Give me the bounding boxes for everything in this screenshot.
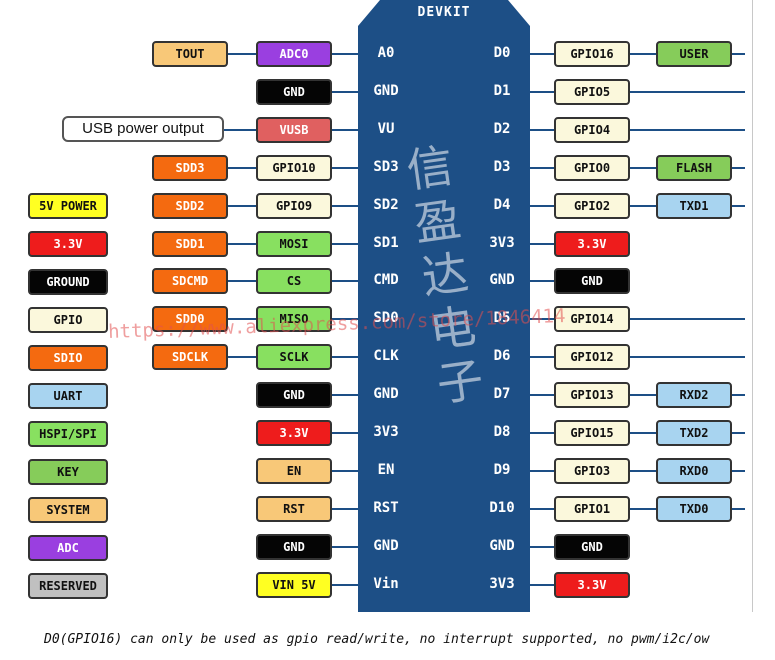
- right-inner-pill: GPIO13: [554, 382, 630, 408]
- left-inner-pill: VUSB: [256, 117, 332, 143]
- right-inner-pill: GPIO3: [554, 458, 630, 484]
- right-pin-label: D3: [493, 159, 511, 175]
- left-outer-pill: SDD1: [152, 231, 228, 257]
- right-inner-pill: GPIO4: [554, 117, 630, 143]
- legend-item: 3.3V: [28, 231, 108, 257]
- left-pin-label: GND: [373, 83, 399, 99]
- right-inner-pill: GPIO2: [554, 193, 630, 219]
- right-pin-label: GND: [489, 272, 515, 288]
- legend-item: ADC: [28, 535, 108, 561]
- left-outer-pill: SDD3: [152, 155, 228, 181]
- footnote: D0(GPIO16) can only be used as gpio read…: [44, 632, 710, 647]
- right-inner-pill: GPIO1: [554, 496, 630, 522]
- right-pin-label: GND: [489, 538, 515, 554]
- right-outer-pill: RXD0: [656, 458, 732, 484]
- right-pin-label: 3V3: [489, 576, 515, 592]
- left-pin-label: VU: [377, 121, 395, 137]
- right-inner-pill: GPIO14: [554, 306, 630, 332]
- legend-item: HSPI/SPI: [28, 421, 108, 447]
- left-outer-pill: SDCMD: [152, 268, 228, 294]
- usb-power-callout: USB power output: [62, 116, 224, 142]
- left-pin-label: EN: [377, 462, 395, 478]
- right-inner-pill: GND: [554, 268, 630, 294]
- left-outer-pill: TOUT: [152, 41, 228, 67]
- left-pin-label: CMD: [373, 272, 399, 288]
- left-pin-label: CLK: [373, 348, 399, 364]
- legend-item: GROUND: [28, 269, 108, 295]
- right-inner-pill: GPIO16: [554, 41, 630, 67]
- left-inner-pill: VIN 5V: [256, 572, 332, 598]
- legend-item: RESERVED: [28, 573, 108, 599]
- left-pin-label: GND: [373, 386, 399, 402]
- left-inner-pill: 3.3V: [256, 420, 332, 446]
- left-inner-pill: EN: [256, 458, 332, 484]
- left-pin-label: 3V3: [373, 424, 399, 440]
- right-inner-pill: GND: [554, 534, 630, 560]
- right-pin-label: D2: [493, 121, 511, 137]
- right-outer-pill: FLASH: [656, 155, 732, 181]
- left-outer-pill: SDD2: [152, 193, 228, 219]
- right-inner-pill: GPIO5: [554, 79, 630, 105]
- right-inner-pill: GPIO15: [554, 420, 630, 446]
- right-pin-label: D9: [493, 462, 511, 478]
- right-outer-pill: RXD2: [656, 382, 732, 408]
- left-pin-label: SD1: [373, 235, 399, 251]
- right-pin-label: D5: [493, 310, 511, 326]
- legend-item: GPIO: [28, 307, 108, 333]
- right-inner-pill: GPIO12: [554, 344, 630, 370]
- left-inner-pill: ADC0: [256, 41, 332, 67]
- left-inner-pill: GND: [256, 79, 332, 105]
- left-pin-label: GND: [373, 538, 399, 554]
- legend-item: KEY: [28, 459, 108, 485]
- left-inner-pill: CS: [256, 268, 332, 294]
- left-inner-pill: GPIO10: [256, 155, 332, 181]
- left-inner-pill: GND: [256, 382, 332, 408]
- left-inner-pill: GND: [256, 534, 332, 560]
- left-pin-label: SD3: [373, 159, 399, 175]
- legend-item: UART: [28, 383, 108, 409]
- right-outer-pill: TXD2: [656, 420, 732, 446]
- right-pin-label: D4: [493, 197, 511, 213]
- right-pin-label: D8: [493, 424, 511, 440]
- left-inner-pill: GPIO9: [256, 193, 332, 219]
- right-inner-pill: 3.3V: [554, 231, 630, 257]
- left-pin-label: SD0: [373, 310, 399, 326]
- left-outer-pill: SDCLK: [152, 344, 228, 370]
- left-pin-label: Vin: [373, 576, 399, 592]
- right-pin-label: D1: [493, 83, 511, 99]
- right-outer-pill: TXD0: [656, 496, 732, 522]
- left-outer-pill: SDD0: [152, 306, 228, 332]
- left-pin-label: RST: [373, 500, 399, 516]
- left-pin-label: A0: [377, 45, 395, 61]
- legend-item: 5V POWER: [28, 193, 108, 219]
- left-pin-label: SD2: [373, 197, 399, 213]
- right-pin-label: D10: [489, 500, 515, 516]
- left-inner-pill: RST: [256, 496, 332, 522]
- right-pin-label: D0: [493, 45, 511, 61]
- left-inner-pill: MISO: [256, 306, 332, 332]
- right-outer-pill: USER: [656, 41, 732, 67]
- right-outer-pill: TXD1: [656, 193, 732, 219]
- board-title: DEVKIT: [417, 5, 471, 20]
- right-inner-pill: 3.3V: [554, 572, 630, 598]
- right-inner-pill: GPIO0: [554, 155, 630, 181]
- legend-item: SYSTEM: [28, 497, 108, 523]
- right-pin-label: D6: [493, 348, 511, 364]
- left-inner-pill: MOSI: [256, 231, 332, 257]
- page-edge-rule: [752, 0, 753, 612]
- right-pin-label: 3V3: [489, 235, 515, 251]
- right-pin-label: D7: [493, 386, 511, 402]
- left-inner-pill: SCLK: [256, 344, 332, 370]
- devkit-board: [358, 0, 530, 612]
- legend-item: SDIO: [28, 345, 108, 371]
